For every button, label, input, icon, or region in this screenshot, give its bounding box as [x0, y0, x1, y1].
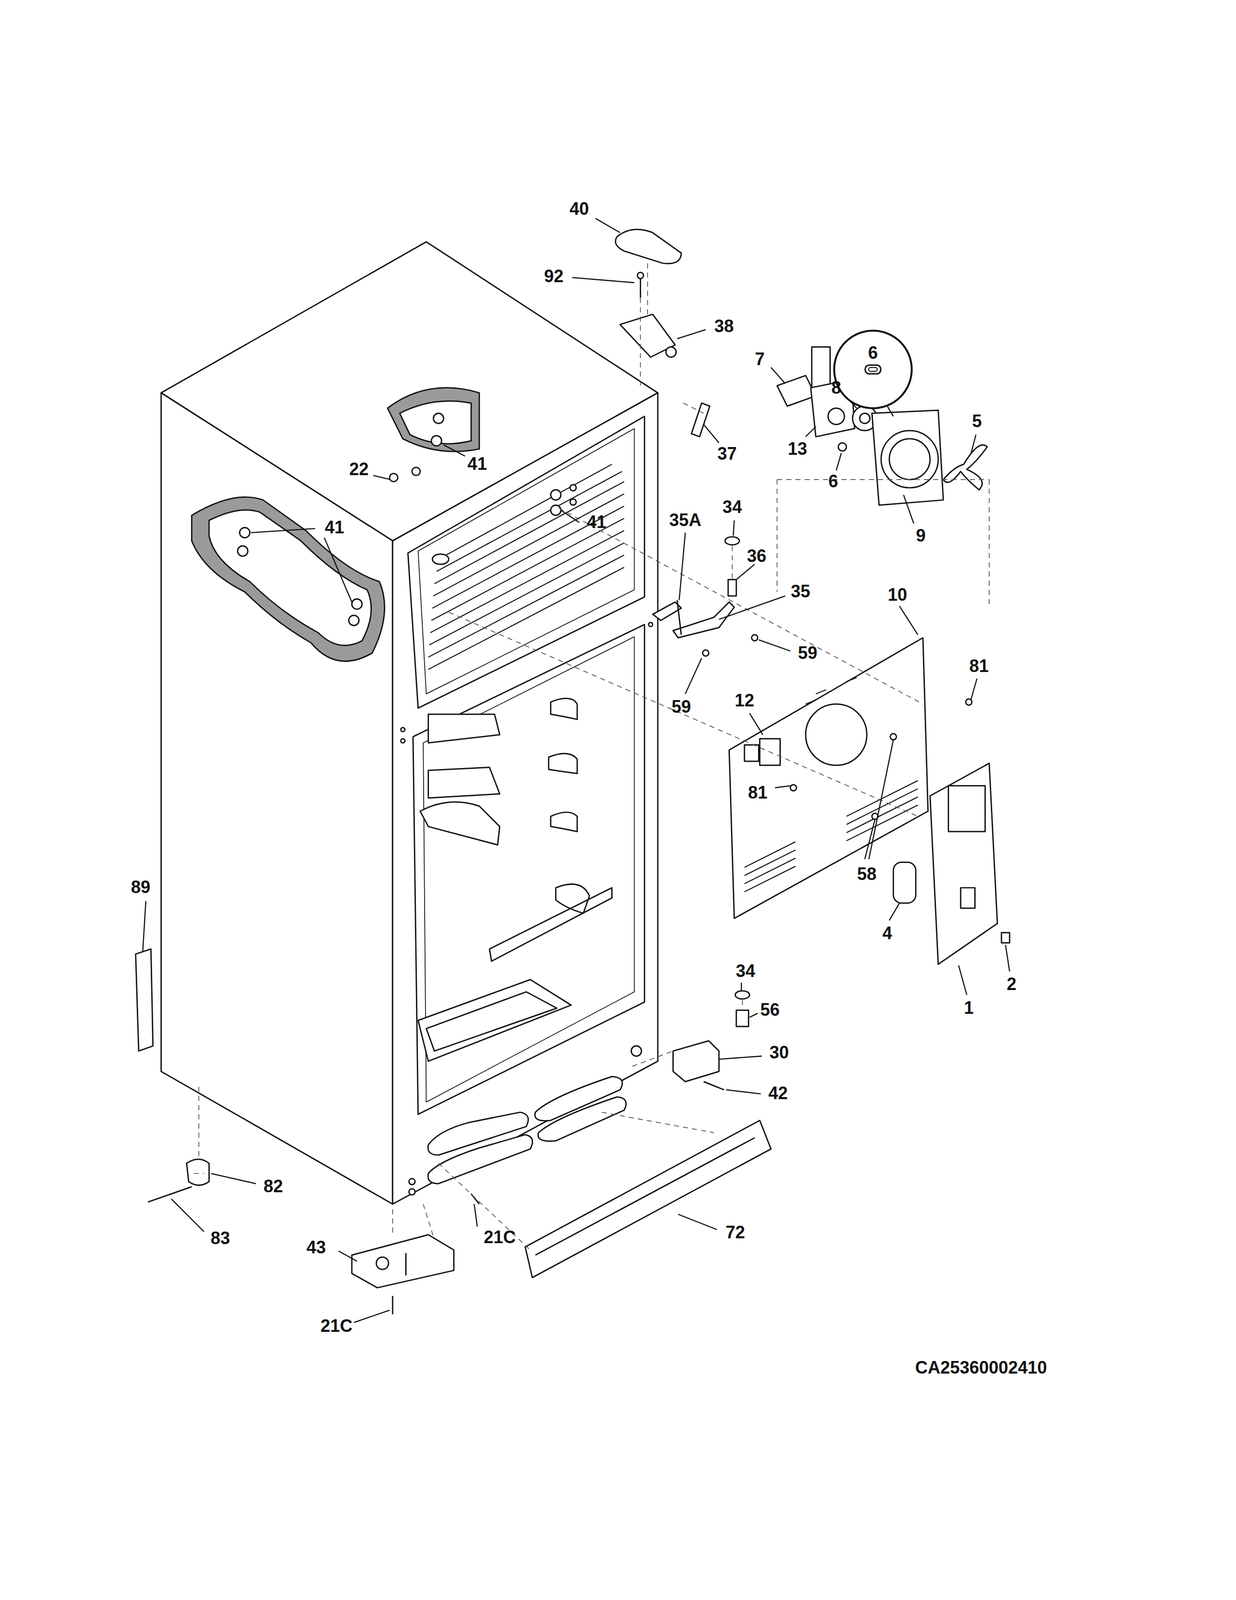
callout-number: 72: [725, 1223, 745, 1241]
callout-number: 6: [868, 344, 878, 362]
callout-number: 9: [916, 526, 926, 545]
callout-number: 12: [734, 691, 755, 710]
grommet-symbol: [863, 363, 883, 376]
callout-number: 7: [754, 350, 765, 368]
callout-number: 22: [349, 460, 369, 478]
callout-number: 43: [306, 1238, 326, 1256]
detail-circle: 6: [833, 329, 913, 410]
callout-number: 81: [969, 657, 989, 675]
callout-number: 21C: [483, 1228, 516, 1246]
callout-number: 35A: [669, 511, 702, 529]
callout-number: 41: [586, 513, 607, 531]
callout-number: 13: [787, 440, 808, 458]
callout-number: 34: [722, 498, 743, 516]
callout-number: 8: [831, 379, 841, 397]
callout-number: 6: [828, 472, 839, 491]
callout-number: 42: [768, 1084, 788, 1102]
callout-number: 30: [769, 1043, 789, 1062]
callout-number: 58: [856, 865, 877, 883]
cabinet-side: [160, 392, 393, 1204]
callout-number: 37: [717, 444, 737, 463]
callout-number: 83: [210, 1229, 230, 1247]
callout-number: 41: [324, 518, 345, 537]
callout-number: 34: [735, 962, 756, 980]
callout-number: 5: [972, 412, 983, 430]
callout-number: 21C: [320, 1316, 353, 1335]
callout-number: 81: [747, 783, 768, 802]
callout-number: 36: [746, 547, 767, 565]
callout-number: 59: [797, 644, 818, 662]
callout-number: 38: [714, 317, 734, 335]
callout-number: 59: [671, 697, 691, 716]
callout-number: 4: [882, 924, 892, 942]
fresh-food-opening: [412, 624, 645, 1114]
cabinet-front: [392, 392, 658, 1204]
callout-number: 2: [1006, 975, 1017, 993]
callout-number: 82: [263, 1177, 284, 1195]
callout-number: 41: [467, 455, 488, 473]
drawing-number: CA25360002410: [915, 1358, 1047, 1377]
callout-number: 40: [569, 200, 589, 218]
callout-number: 10: [887, 586, 907, 604]
callout-number: 92: [543, 267, 564, 286]
leader-lines: [142, 218, 1010, 1322]
callout-number: 89: [130, 878, 151, 896]
callout-number: 1: [964, 998, 974, 1017]
callout-number: 35: [791, 582, 811, 601]
callout-number: 56: [760, 1000, 780, 1019]
